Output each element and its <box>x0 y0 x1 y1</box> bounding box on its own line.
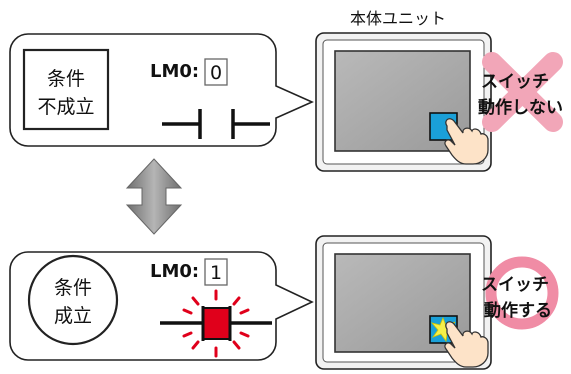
top-cross-icon <box>482 52 563 132</box>
top-switch-line1: スイッチ <box>481 72 549 92</box>
state-transition-arrow <box>125 158 183 235</box>
top-condition-line1: 条件 <box>47 68 85 90</box>
bottom-row: 条件 成立 LM0: 1 <box>9 235 559 370</box>
top-finger-icon <box>444 118 489 165</box>
bottom-lm-value-box <box>204 258 228 286</box>
top-condition-box <box>22 48 110 131</box>
bottom-finger-icon <box>444 321 489 368</box>
bottom-condition-line1: 条件 <box>54 277 92 299</box>
top-condition-line2: 不成立 <box>37 96 94 118</box>
bottom-condition-circle <box>27 254 119 346</box>
top-switch-line2: 動作しない <box>478 97 563 118</box>
bottom-closed-contact-symbol <box>160 306 272 341</box>
bottom-contact-glow-rays <box>182 289 250 358</box>
bottom-switch-line1: スイッチ <box>481 275 549 295</box>
top-lm-label: LM0: <box>150 61 199 82</box>
top-lm-value-box <box>204 58 228 86</box>
top-lm-value: 0 <box>210 62 222 84</box>
bottom-circle-icon <box>485 256 559 330</box>
bottom-lm-label: LM0: <box>150 261 199 282</box>
top-open-contact-symbol <box>162 109 270 139</box>
bottom-condition-line2: 成立 <box>54 305 92 327</box>
bottom-lm-value: 1 <box>210 262 222 284</box>
bottom-switch-line2: 動作する <box>484 300 552 321</box>
top-row: 条件 不成立 LM0: 0 本体ユニット スイッ <box>9 9 563 172</box>
device-label: 本体ユニット <box>350 9 446 28</box>
